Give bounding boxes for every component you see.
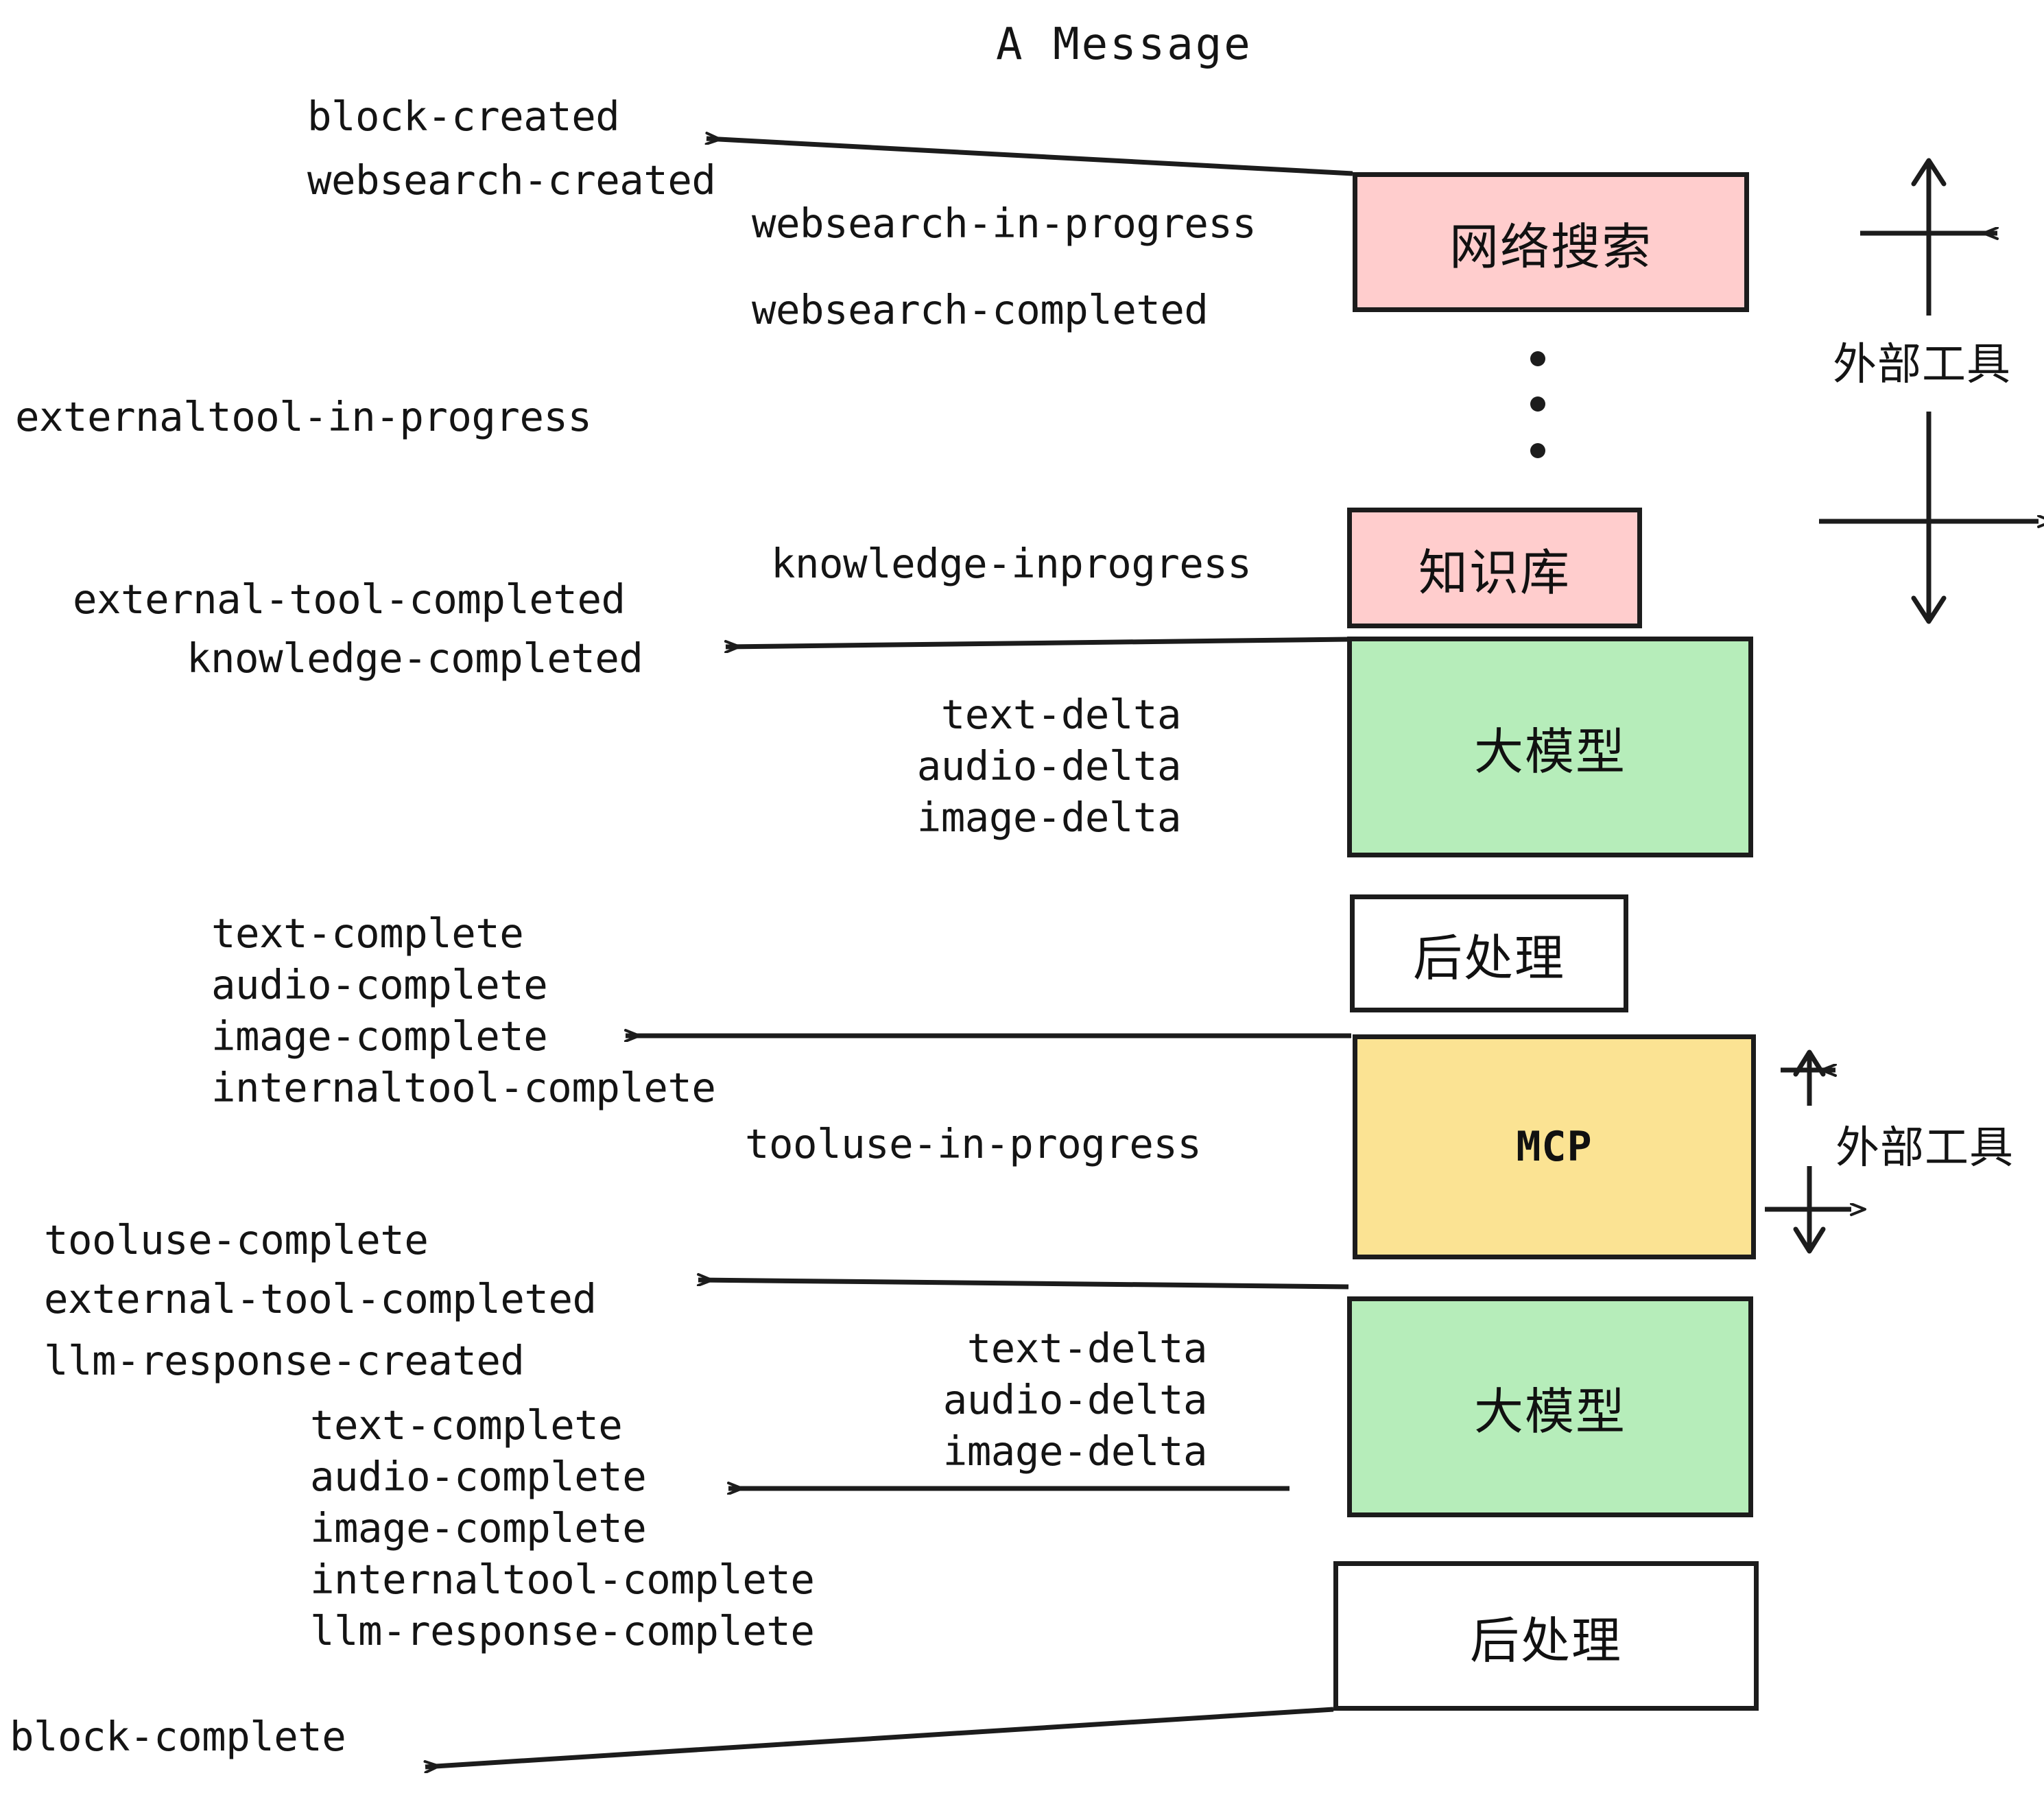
event-websearch-completed: websearch-completed <box>752 286 1209 333</box>
node-knowledge-label: 知识库 <box>1418 543 1571 602</box>
external-tools-bottom-bracket <box>1793 1049 1826 1254</box>
ellipsis-dot-1 <box>1530 351 1545 366</box>
event-knowledge-inprogress: knowledge-inprogress <box>771 540 1252 587</box>
node-knowledge[interactable]: 知识库 <box>1347 508 1642 628</box>
node-llm-1[interactable]: 大模型 <box>1347 637 1753 857</box>
event-group-llm-1-deltas: text-delta audio-delta image-delta <box>916 691 1182 841</box>
node-llm-1-label: 大模型 <box>1473 722 1626 781</box>
event-group-postprocess-1-completes: text-complete audio-complete image-compl… <box>211 910 716 1111</box>
node-postprocess-1-label: 后处理 <box>1412 929 1565 987</box>
node-mcp-label: MCP <box>1516 1123 1593 1171</box>
side-label-external-tools-bottom: 外部工具 <box>1835 1123 2014 1174</box>
event-block-complete: block-complete <box>10 1713 346 1760</box>
event-knowledge-completed: knowledge-completed <box>187 634 643 682</box>
event-externaltool-in-progress: externaltool-in-progress <box>15 393 592 440</box>
node-postprocess-2-label: 后处理 <box>1469 1611 1622 1670</box>
event-group-llm-2-deltas: text-delta audio-delta image-delta <box>942 1325 1208 1475</box>
ellipsis-dot-2 <box>1530 396 1545 412</box>
arrow-llm2-to-toolusecomplete <box>698 1280 1349 1290</box>
arrow-knowledge-to-completed <box>726 637 1349 647</box>
node-postprocess-2[interactable]: 后处理 <box>1333 1561 1759 1711</box>
event-block-created: block-created <box>307 93 620 140</box>
event-group-postprocess-2-completes: text-complete audio-complete image-compl… <box>310 1401 815 1654</box>
event-llm-response-created: llm-response-created <box>44 1337 525 1384</box>
node-websearch[interactable]: 网络搜索 <box>1353 172 1749 312</box>
node-websearch-label: 网络搜索 <box>1449 217 1652 276</box>
event-websearch-in-progress: websearch-in-progress <box>752 200 1257 247</box>
node-llm-2-label: 大模型 <box>1473 1382 1626 1440</box>
event-tooluse-in-progress: tooluse-in-progress <box>745 1120 1202 1167</box>
diagram-title: A Message <box>996 19 1252 70</box>
side-label-external-tools-top: 外部工具 <box>1833 340 2011 390</box>
node-llm-2[interactable]: 大模型 <box>1347 1296 1753 1517</box>
event-tooluse-complete: tooluse-complete <box>44 1216 429 1263</box>
ellipsis-dot-3 <box>1530 443 1545 458</box>
arrow-postprocess2-to-blockcomplete <box>425 1707 1334 1767</box>
node-mcp[interactable]: MCP <box>1353 1034 1756 1259</box>
event-external-tool-completed-2: external-tool-completed <box>44 1275 597 1322</box>
node-postprocess-1[interactable]: 后处理 <box>1350 894 1628 1012</box>
arrow-websearch-to-blockcreated <box>706 139 1353 176</box>
event-websearch-created: websearch-created <box>307 156 716 204</box>
event-external-tool-completed-1: external-tool-completed <box>73 575 626 623</box>
